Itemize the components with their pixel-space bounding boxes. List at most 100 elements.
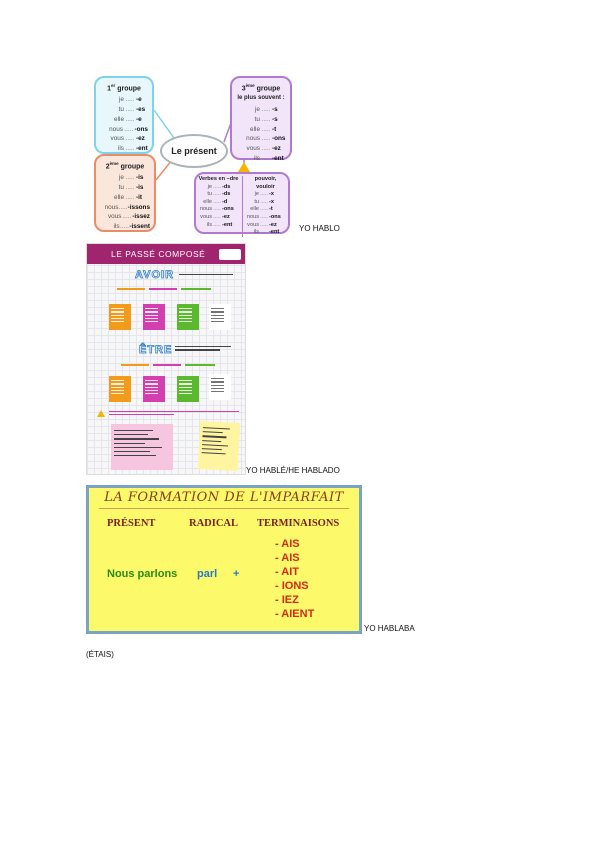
conjugation-row: tu.....-s xyxy=(236,115,286,125)
conjugation-row: vous.....-ez xyxy=(245,222,286,230)
conjugation-row: elle.....-t xyxy=(236,125,286,135)
conjugation-row: vous.....-issez xyxy=(100,212,150,222)
dots: ..... xyxy=(261,105,271,113)
ending: -ez xyxy=(269,221,277,228)
conjugation-row: tu.....-is xyxy=(100,183,150,193)
pronoun: elle xyxy=(250,125,260,133)
present-center-label: Le présent xyxy=(160,134,228,168)
conjugation-row: je.....-x xyxy=(245,191,286,199)
pronoun: nous xyxy=(246,213,259,220)
ending: -es xyxy=(136,105,146,113)
dots: ..... xyxy=(213,221,221,228)
ending: -ent xyxy=(269,229,280,236)
conjugation-row: je.....-is xyxy=(100,173,150,183)
ending: -e xyxy=(136,96,142,104)
dots: ..... xyxy=(213,198,221,205)
warning-note-graphic xyxy=(109,410,239,416)
pronoun: vous xyxy=(247,221,259,228)
conjugation-row: nous.....-ons xyxy=(236,134,286,144)
passe-compose-header: LE PASSÉ COMPOSÉ xyxy=(87,244,245,264)
conjugation-row: elle.....-d xyxy=(198,199,239,207)
title-underline xyxy=(99,508,349,509)
avoir-rule-graphic xyxy=(117,288,213,292)
etre-examples-card xyxy=(209,374,231,400)
ending: -d xyxy=(222,198,228,205)
avoir-examples-card xyxy=(209,304,231,330)
ending-3: - AIT xyxy=(275,566,300,578)
imparfait-formation-card: LA FORMATION DE L'IMPARFAIT PRÉSENT RADI… xyxy=(86,485,362,634)
ending: -is xyxy=(136,183,144,191)
conjugation-row: ils.....-ent xyxy=(245,229,286,237)
pronoun: je xyxy=(255,105,260,113)
conjugation-row: elle.....-e xyxy=(100,115,148,125)
ending: -issez xyxy=(132,213,150,221)
dots: ..... xyxy=(213,206,221,213)
pronoun: je xyxy=(254,191,259,198)
etre-card-orange xyxy=(109,376,131,402)
dots: ..... xyxy=(213,213,221,220)
group-3-subtitle: le plus souvent : xyxy=(237,95,285,102)
dots: ..... xyxy=(261,125,271,133)
avoir-note-graphic xyxy=(179,272,233,277)
dots: ..... xyxy=(125,183,135,191)
ending: -ez xyxy=(222,213,230,220)
pronoun: tu xyxy=(207,191,212,198)
pronoun: vous xyxy=(110,135,125,143)
dots: ..... xyxy=(125,174,135,182)
yellow-note-card xyxy=(197,420,241,472)
dots: ..... xyxy=(260,221,268,228)
caption-passe-compose: YO HABLÉ/HE HABLADO xyxy=(246,466,340,475)
conjugation-row: vous.....-ez xyxy=(198,214,239,222)
col-present-header: PRÉSENT xyxy=(107,518,156,529)
ending: -x xyxy=(269,198,274,205)
etre-rule-graphic xyxy=(121,364,217,368)
dots: ..... xyxy=(213,191,221,198)
dots: ..... xyxy=(260,213,268,220)
pronoun: nous xyxy=(109,125,123,133)
dots: ..... xyxy=(213,183,221,190)
plus-sign: + xyxy=(233,568,240,580)
dots: ..... xyxy=(261,115,271,123)
dots: ..... xyxy=(261,154,271,162)
dots: ..... xyxy=(261,145,271,153)
dots: ..... xyxy=(261,135,271,143)
dots: ..... xyxy=(260,191,268,198)
ending: -t xyxy=(272,125,277,133)
dre-verbs-title: Verbes en –dre xyxy=(198,176,239,182)
pronoun: tu xyxy=(118,183,124,191)
ending: -ent xyxy=(222,221,233,228)
conjugation-row: elle.....-it xyxy=(100,193,150,203)
ending: -ons xyxy=(222,206,234,213)
pronoun: elle xyxy=(114,193,124,201)
pouvoir-vouloir-title: pouvoir, vouloir xyxy=(254,176,277,190)
warning-icon xyxy=(238,162,250,172)
conjugation-row: ils.....-ent xyxy=(100,144,148,154)
pronoun: je xyxy=(207,183,212,190)
ending: -e xyxy=(136,115,142,123)
pronoun: tu xyxy=(118,105,124,113)
present-value: Nous parlons xyxy=(107,568,178,580)
dots: ..... xyxy=(124,125,134,133)
ending: -s xyxy=(272,105,278,113)
pronoun: elle xyxy=(250,206,259,213)
ending: -ent xyxy=(272,154,284,162)
dots: ..... xyxy=(260,229,268,236)
dots: ..... xyxy=(125,105,135,113)
dots: ..... xyxy=(125,193,135,201)
radical-value: parl xyxy=(197,568,218,580)
conjugation-row: ils.....-ent xyxy=(198,222,239,230)
ending: -is xyxy=(136,174,144,182)
conjugation-row: vous.....-ez xyxy=(236,144,286,154)
pronoun: nous xyxy=(246,135,260,143)
pronoun: elle xyxy=(203,198,212,205)
avoir-card-orange xyxy=(109,304,131,330)
ending: -ds xyxy=(222,191,231,198)
pronoun: nous xyxy=(199,206,212,213)
dots: ..... xyxy=(118,203,128,211)
avoir-card-green xyxy=(177,304,199,330)
conjugation-row: vous.....-ez xyxy=(100,134,148,144)
